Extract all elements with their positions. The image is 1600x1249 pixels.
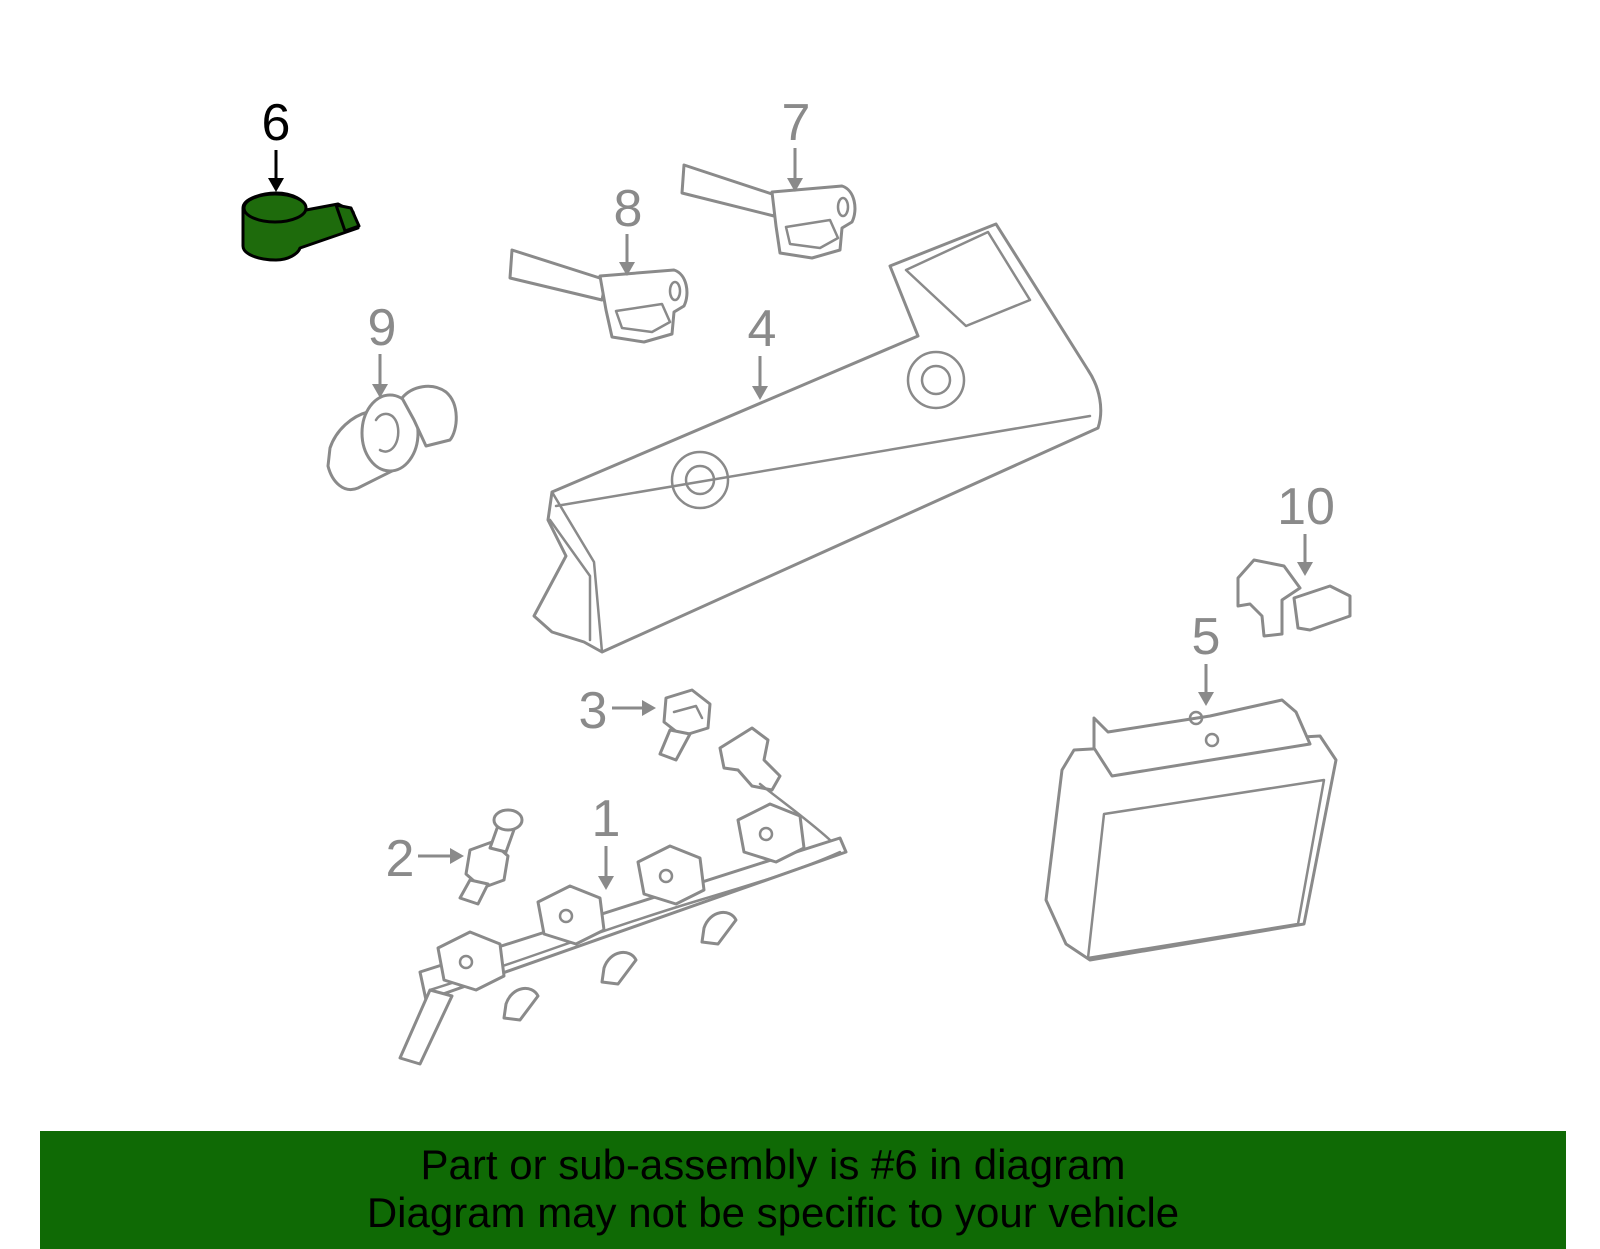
part-7-sensor[interactable]: [680, 163, 857, 260]
callout-1-group: 1: [592, 790, 621, 890]
callout-1-arrowhead: [598, 876, 614, 890]
callout-9-arrowhead: [372, 384, 388, 398]
part-9-flange: [360, 393, 420, 473]
part-4-bolt-a: [670, 450, 730, 510]
part-3-shank: [658, 728, 692, 762]
callout-4-arrowhead: [752, 386, 768, 400]
part-4-bolt-b-inner: [920, 364, 952, 396]
part-4-engine-cover[interactable]: [532, 222, 1103, 654]
part-4-outline: [532, 222, 1103, 654]
part-5-pin-b: [1204, 732, 1220, 748]
part-7-hole: [836, 196, 850, 218]
part-4-fold: [550, 490, 604, 654]
part-1-coil-4-dot: [758, 826, 774, 842]
part-7-probe: [680, 163, 780, 218]
part-9-sensor[interactable]: [326, 384, 458, 491]
part-4-top-edge: [554, 414, 1092, 508]
part-4-fold-2: [548, 518, 592, 642]
part-8-detail: [614, 302, 672, 334]
callout-2-group: 2: [386, 830, 464, 888]
callout-2: 2: [386, 830, 415, 888]
part-1-coil-3-boot: [600, 951, 638, 986]
part-1-coil-3-dot: [658, 868, 674, 884]
part-8-probe: [508, 248, 608, 302]
part-10-sensor[interactable]: [1236, 558, 1352, 638]
part-5-control-module[interactable]: [1044, 698, 1338, 962]
part-1-coil-1-dot: [458, 954, 474, 970]
callout-5: 5: [1192, 608, 1221, 666]
callout-10-arrowhead: [1297, 562, 1313, 576]
part-8-hole: [668, 280, 682, 302]
part-5-face: [1086, 778, 1326, 960]
part-1-coil-2-dot: [558, 908, 574, 924]
callout-8-arrowhead: [619, 262, 635, 276]
callout-4: 4: [748, 300, 777, 358]
callout-7: 7: [782, 94, 811, 152]
part-7-detail: [784, 218, 840, 250]
callout-8-group: 8: [614, 180, 643, 276]
part-2-top: [492, 808, 524, 832]
callout-10-group: 10: [1277, 478, 1335, 576]
callout-6-arrowhead: [268, 178, 284, 192]
banner-line-1: Part or sub-assembly is #6 in diagram: [420, 1141, 1126, 1188]
callout-6: 6: [262, 94, 291, 152]
callout-10: 10: [1277, 478, 1335, 536]
part-4-bolt-a-inner: [684, 464, 716, 496]
callout-5-group: 5: [1192, 608, 1221, 706]
part-1-coil-2-boot: [502, 987, 540, 1022]
callout-3: 3: [579, 682, 608, 740]
part-10-plug: [1292, 584, 1352, 632]
part-4-panel: [904, 230, 1032, 328]
part-3-head: [662, 688, 712, 738]
callout-3-arrowhead: [642, 700, 656, 716]
callout-7-arrowhead: [787, 178, 803, 192]
part-2-lower: [458, 878, 490, 906]
callout-5-arrowhead: [1198, 692, 1214, 706]
part-1-coil-4-boot: [700, 911, 738, 946]
callout-4-group: 4: [748, 300, 777, 400]
part-6-top: [242, 192, 308, 224]
callout-1: 1: [592, 790, 621, 848]
callout-9-group: 9: [368, 299, 397, 398]
part-5-connector: [1092, 698, 1312, 778]
banner-line-2: Diagram may not be specific to your vehi…: [366, 1189, 1180, 1236]
part-9-cap: [400, 384, 458, 448]
part-4-bolt-b: [906, 350, 966, 410]
part-5-pin-a: [1188, 710, 1204, 726]
part-3-face: [672, 704, 704, 720]
part-6-connector: [334, 203, 361, 233]
callout-3-group: 3: [579, 682, 656, 740]
part-1-connector: [718, 726, 782, 792]
part-2-stud[interactable]: [458, 808, 524, 906]
callout-9: 9: [368, 299, 397, 357]
part-8-sensor[interactable]: [508, 248, 689, 344]
part-1-coil-1-boot: [398, 988, 454, 1066]
info-banner: Part or sub-assembly is #6 in diagram Di…: [40, 1131, 1566, 1249]
part-5-case: [1044, 734, 1338, 962]
part-9-detail: [374, 412, 400, 453]
callout-6-group: 6: [262, 94, 291, 192]
callout-2-arrowhead: [450, 848, 464, 864]
callout-8: 8: [614, 180, 643, 238]
part-10-body: [1236, 558, 1302, 638]
part-1-wire: [758, 782, 832, 842]
callout-7-group: 7: [782, 94, 811, 192]
part-1-ignition-coil-assembly[interactable]: [398, 726, 848, 1066]
part-3-bolt[interactable]: [658, 688, 712, 762]
part-6-knock-sensor[interactable]: [241, 191, 361, 262]
